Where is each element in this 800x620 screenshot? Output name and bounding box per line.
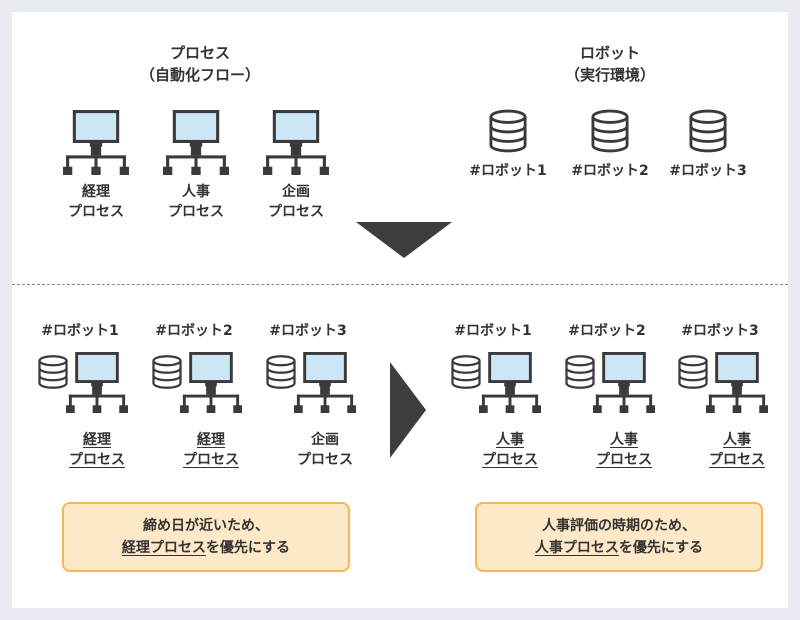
process-label-line2: プロセス (183, 452, 239, 468)
note-line1: 人事評価の時期のため、 (542, 518, 696, 534)
down-arrow-icon (356, 222, 452, 258)
assigned-process-label: 経理 プロセス (47, 430, 147, 470)
process-label-hr: 人事 プロセス (146, 182, 246, 222)
process-label-line1: 人事 (182, 184, 210, 200)
database-icon (266, 354, 296, 390)
robot-label-3: #ロボット3 (681, 323, 759, 339)
robot-label-2: #ロボット2 (571, 163, 649, 179)
note-line2: 経理プロセスを優先にする (122, 537, 290, 559)
computer-network-icon (63, 110, 129, 176)
computer-network-icon (163, 110, 229, 176)
process-label-line1: 人事 (496, 432, 524, 448)
process-label-line2: プロセス (709, 452, 765, 468)
assigned-process-label: 企画 プロセス (275, 430, 375, 470)
robot-label-1: #ロボット1 (469, 163, 547, 179)
database-icon (451, 354, 481, 390)
process-label-line2: プロセス (268, 204, 324, 220)
robot-label-1: #ロボット1 (41, 323, 119, 339)
robot-label-3: #ロボット3 (269, 323, 347, 339)
assigned-process-label: 人事 プロセス (574, 430, 674, 470)
note-emphasis: 人事プロセス (534, 540, 619, 556)
dashed-divider (12, 284, 788, 285)
process-label-line1: 経理 (197, 432, 225, 448)
process-label-planning: 企画 プロセス (246, 182, 346, 222)
process-label-line1: 経理 (83, 432, 111, 448)
robot-heading: ロボット （実行環境） (520, 42, 700, 86)
note-rest: を優先にする (618, 540, 704, 556)
robot-label-2: #ロボット2 (568, 323, 646, 339)
computer-network-icon (263, 110, 329, 176)
robot-label-2: #ロボット2 (155, 323, 233, 339)
process-label-line2: プロセス (168, 204, 224, 220)
note-box-hr: 人事評価の時期のため、 人事プロセスを優先にする (475, 502, 763, 572)
database-icon (38, 354, 68, 390)
process-label-line2: プロセス (482, 452, 538, 468)
database-icon (678, 354, 708, 390)
process-label-accounting: 経理 プロセス (46, 182, 146, 222)
database-icon (152, 354, 182, 390)
process-label-line1: 企画 (282, 184, 310, 200)
computer-network-icon (479, 352, 541, 414)
process-label-line2: プロセス (69, 452, 125, 468)
process-heading: プロセス （自動化フロー） (110, 42, 290, 86)
database-icon (489, 108, 527, 154)
process-label-line1: 経理 (82, 184, 110, 200)
database-icon (689, 108, 727, 154)
process-label-line2: プロセス (297, 452, 353, 468)
note-emphasis: 経理プロセス (121, 540, 206, 556)
robot-label-1: #ロボット1 (454, 323, 532, 339)
assigned-process-label: 経理 プロセス (161, 430, 261, 470)
computer-network-icon (593, 352, 655, 414)
database-icon (591, 108, 629, 154)
robot-heading-line1: ロボット (579, 44, 640, 62)
robot-label-3: #ロボット3 (669, 163, 747, 179)
process-label-line1: 人事 (723, 432, 751, 448)
computer-network-icon (294, 352, 356, 414)
right-arrow-icon (390, 362, 426, 458)
note-line1: 締め日が近いため、 (143, 518, 269, 534)
computer-network-icon (706, 352, 768, 414)
process-heading-line1: プロセス (169, 44, 230, 62)
computer-network-icon (180, 352, 242, 414)
process-label-line1: 企画 (311, 432, 339, 448)
robot-heading-line2: （実行環境） (564, 66, 655, 84)
process-label-line2: プロセス (596, 452, 652, 468)
process-heading-line2: （自動化フロー） (139, 66, 260, 84)
assigned-process-label: 人事 プロセス (687, 430, 787, 470)
assigned-process-label: 人事 プロセス (460, 430, 560, 470)
note-line2: 人事プロセスを優先にする (535, 537, 703, 559)
process-label-line1: 人事 (610, 432, 638, 448)
process-label-line2: プロセス (68, 204, 124, 220)
computer-network-icon (66, 352, 128, 414)
note-box-accounting: 締め日が近いため、 経理プロセスを優先にする (62, 502, 350, 572)
note-rest: を優先にする (205, 540, 291, 556)
database-icon (565, 354, 595, 390)
